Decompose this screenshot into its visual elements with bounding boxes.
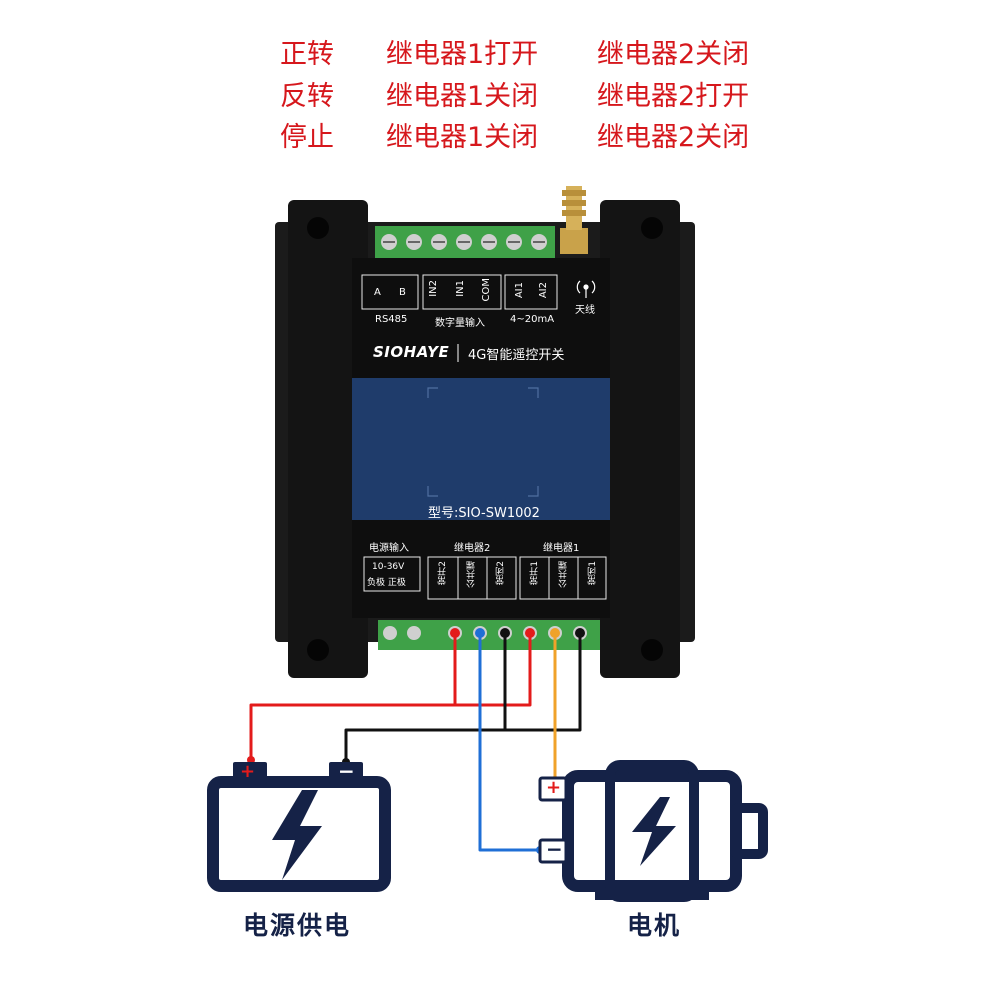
relay1-label: 继电器1	[543, 543, 580, 554]
digital-input-label: 数字量输入	[435, 318, 485, 329]
rule-relay1: 继电器1关闭	[386, 81, 539, 112]
mount-hole	[307, 639, 329, 661]
motor-icon	[538, 760, 768, 902]
port-in2-label: IN2	[428, 280, 439, 297]
mount-hole	[307, 217, 329, 239]
relay1-frame	[519, 556, 607, 600]
rule-action: 停止	[280, 122, 334, 153]
motor-label: 电机	[627, 911, 682, 940]
mount-hole	[641, 639, 663, 661]
battery-minus-mark: −	[338, 759, 355, 783]
brand-logo: SIOHAYE	[373, 343, 450, 361]
rs485-label: RS485	[375, 314, 408, 325]
port-com-label: COM	[481, 278, 492, 302]
nc2-label: 常闭2	[496, 561, 506, 585]
motor-minus-mark: −	[546, 837, 563, 861]
relay2-frame	[427, 556, 517, 600]
rule-relay2: 继电器2关闭	[597, 122, 750, 153]
port-in1-label: IN1	[455, 280, 466, 297]
no2-label: 常开2	[438, 561, 448, 585]
display-corners	[427, 387, 539, 497]
antenna-connector	[560, 186, 588, 254]
wiring	[249, 633, 582, 852]
power-input-label: 电源输入	[369, 543, 409, 554]
com1-label: 公共端	[559, 561, 569, 588]
rule-action: 反转	[280, 81, 334, 112]
mount-hole	[641, 217, 663, 239]
no1-label: 常开1	[530, 561, 540, 585]
rule-relay2: 继电器2关闭	[597, 39, 750, 70]
wire-black	[344, 633, 582, 762]
product-name: 4G智能遥控开关	[468, 348, 565, 363]
motor-plus-mark: +	[546, 777, 562, 798]
port-b-label: B	[399, 287, 406, 298]
relay2-label: 继电器2	[454, 543, 491, 554]
antenna-label: 天线	[575, 305, 595, 316]
polarity-label: 负极 正极	[367, 578, 406, 588]
top-terminal-screws	[381, 234, 547, 250]
wire-blue	[478, 633, 540, 852]
port-ai1-label: AI1	[514, 282, 525, 299]
port-a-label: A	[374, 287, 381, 298]
nc1-label: 常闭1	[588, 561, 598, 585]
voltage-label: 10-36V	[372, 562, 405, 572]
analog-input-frame	[504, 274, 558, 310]
rule-relay1: 继电器1关闭	[386, 122, 539, 153]
digital-input-frame	[422, 274, 502, 310]
battery-plus-mark: +	[240, 761, 256, 782]
battery-icon	[207, 762, 391, 892]
current-range-label: 4~20mA	[510, 314, 555, 325]
power-frame	[363, 556, 421, 592]
rule-action: 正转	[280, 39, 334, 70]
com2-label: 公共端	[467, 561, 477, 588]
port-ai2-label: AI2	[538, 282, 549, 299]
power-source-label: 电源供电	[243, 911, 352, 940]
rule-relay1: 继电器1打开	[386, 39, 539, 70]
right-ear	[600, 200, 680, 678]
display-panel	[352, 378, 610, 520]
model-number: 型号:SIO-SW1002	[428, 506, 540, 521]
rule-relay2: 继电器2打开	[597, 81, 750, 112]
left-ear	[288, 200, 368, 678]
wire-red	[249, 633, 457, 760]
antenna-symbol	[576, 280, 596, 298]
rs485-frame	[361, 274, 419, 310]
